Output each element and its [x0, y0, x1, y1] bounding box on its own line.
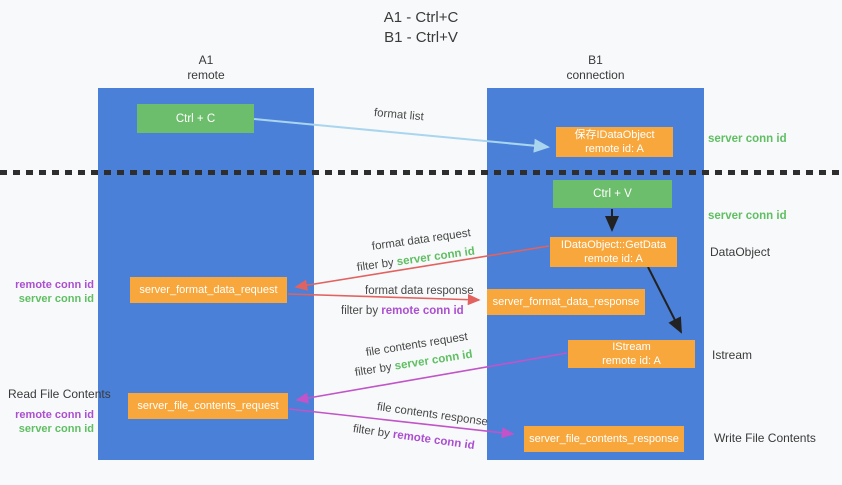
getdata-line1: IDataObject::GetData [560, 239, 667, 251]
left-column-name: A1 [198, 53, 214, 67]
dataobject-label: DataObject [710, 245, 771, 259]
write-file-contents-label: Write File Contents [714, 431, 816, 445]
remote-conn-id-text: remote conn id [392, 428, 476, 453]
filter-by-text: filter by [354, 361, 393, 379]
left-column-header: A1 remote [98, 53, 314, 83]
server-format-data-request-box: server_format_data_request [130, 277, 287, 303]
diagram-title: A1 - Ctrl+C B1 - Ctrl+V [0, 8, 842, 48]
format-data-response-label: format data response [365, 285, 474, 297]
title-line-1: A1 - Ctrl+C [383, 9, 459, 26]
ctrl-c-box: Ctrl + C [137, 104, 254, 133]
remote-conn-id-label-lower: remote conn id [15, 409, 94, 421]
right-column-name: B1 [588, 53, 603, 67]
right-column-subtitle: connection [566, 68, 625, 82]
file-contents-response-label: file contents response [376, 401, 489, 429]
filter-by-remote-conn-id-label-1: filter by remote conn id [341, 304, 464, 318]
server-file-contents-response-box: server_file_contents_response [524, 426, 684, 452]
save-idataobject-box: 保存IDataObject remote id: A [556, 127, 673, 157]
istream-line1: IStream [612, 341, 651, 353]
istream-line2: remote id: A [602, 355, 661, 367]
filter-by-text: filter by [356, 256, 395, 274]
left-conn-id-labels-lower: remote conn id server conn id [8, 408, 94, 436]
server-file-contents-request-box: server_file_contents_request [128, 393, 288, 419]
istream-label: Istream [712, 348, 753, 362]
save-idataobject-line1: 保存IDataObject [574, 129, 655, 141]
getdata-line2: remote id: A [584, 253, 643, 265]
remote-conn-id-text: remote conn id [381, 305, 464, 317]
filter-by-remote-conn-id-label-2: filter by remote conn id [352, 422, 475, 453]
istream-box: IStream remote id: A [568, 340, 695, 368]
getdata-box: IDataObject::GetData remote id: A [550, 237, 677, 267]
server-conn-id-label-lower-left: server conn id [18, 423, 94, 435]
server-conn-id-label-upper-left: server conn id [18, 293, 94, 305]
server-conn-id-label-top: server conn id [708, 133, 787, 145]
remote-conn-id-label-upper: remote conn id [15, 279, 94, 291]
filter-by-text: filter by [341, 305, 379, 317]
left-conn-id-labels-upper: remote conn id server conn id [8, 278, 94, 306]
ctrl-v-box: Ctrl + V [553, 180, 672, 208]
server-conn-id-label-mid: server conn id [708, 210, 787, 222]
right-column-header: B1 connection [487, 53, 704, 83]
server-format-data-response-box: server_format_data_response [487, 289, 645, 315]
title-line-2: B1 - Ctrl+V [384, 29, 458, 46]
save-idataobject-line2: remote id: A [585, 143, 644, 155]
filter-by-text: filter by [352, 423, 391, 441]
read-file-contents-label: Read File Contents [8, 387, 111, 401]
format-list-label: format list [373, 107, 425, 124]
dotted-divider [0, 170, 842, 175]
left-column-subtitle: remote [187, 68, 225, 82]
